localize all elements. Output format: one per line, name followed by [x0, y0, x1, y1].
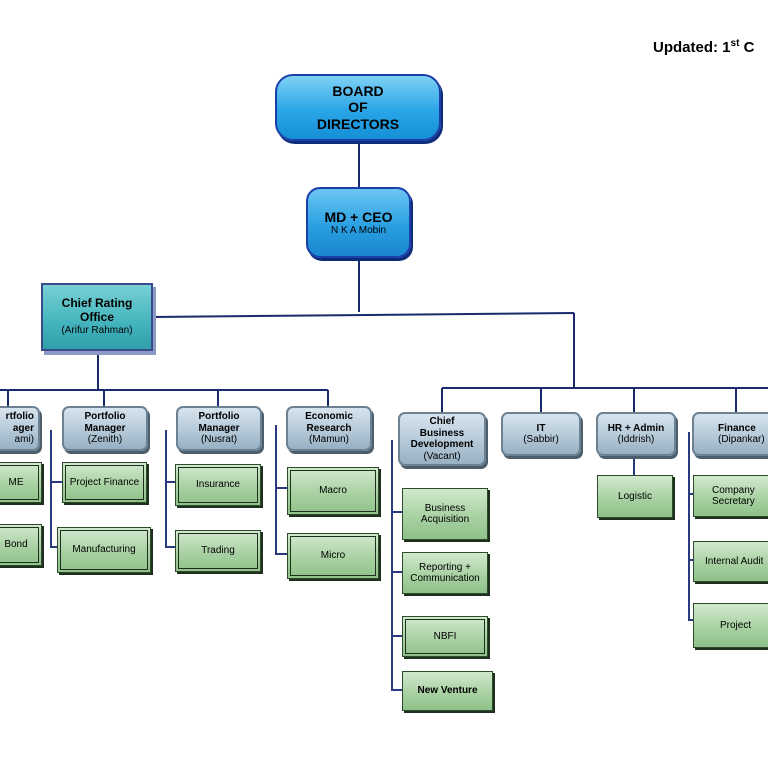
ceo-title: MD + CEO: [324, 208, 393, 225]
leaf-macro: Macro: [287, 467, 379, 515]
board-line-1: BOARD: [332, 83, 384, 100]
board-of-directors-box: BOARD OF DIRECTORS: [275, 74, 441, 141]
leaf-company-secretary: Company Secretary: [693, 475, 768, 517]
leaf-micro: Micro: [287, 533, 379, 579]
leaf-nbfi: NBFI: [402, 616, 488, 657]
leaf-reporting-communication: Reporting + Communication: [402, 552, 488, 594]
manager-box-hr-admin: HR + Admin (Iddrish): [596, 412, 676, 456]
board-line-2: OF: [348, 99, 368, 116]
ceo-name: N K A Mobin: [330, 224, 387, 236]
updated-label: Updated: 1st C: [653, 38, 755, 56]
md-ceo-box: MD + CEO N K A Mobin: [306, 187, 411, 258]
leaf-trading: Trading: [175, 530, 261, 572]
leaf-project-finance: Project Finance: [62, 462, 147, 503]
manager-box-economic-research: Economic Research (Mamun): [286, 406, 372, 451]
manager-box-kami: rtfolio ager ami): [0, 406, 40, 451]
leaf-new-venture: New Venture: [402, 671, 493, 711]
manager-box-zenith: Portfolio Manager (Zenith): [62, 406, 148, 451]
manager-box-nusrat: Portfolio Manager (Nusrat): [176, 406, 262, 451]
leaf-bond: Bond: [0, 524, 42, 566]
manager-box-it: IT (Sabbir): [501, 412, 581, 456]
leaf-manufacturing: Manufacturing: [57, 527, 151, 573]
leaf-insurance: Insurance: [175, 464, 261, 506]
leaf-logistic: Logistic: [597, 475, 673, 518]
cro-name: (Arifur Rahman): [61, 325, 133, 337]
leaf-business-acquisition: Business Acquisition: [402, 488, 488, 540]
board-line-3: DIRECTORS: [316, 115, 400, 132]
manager-box-finance: Finance (Dipankar): [692, 412, 768, 456]
chief-rating-office-box: Chief Rating Office (Arifur Rahman): [41, 283, 153, 351]
leaf-project: Project: [693, 603, 768, 648]
manager-box-chief-business-development: Chief Business Development (Vacant): [398, 412, 486, 466]
leaf-sme: ME: [0, 462, 42, 503]
cro-title: Chief Rating Office: [61, 296, 133, 325]
leaf-internal-audit: Internal Audit: [693, 541, 768, 582]
